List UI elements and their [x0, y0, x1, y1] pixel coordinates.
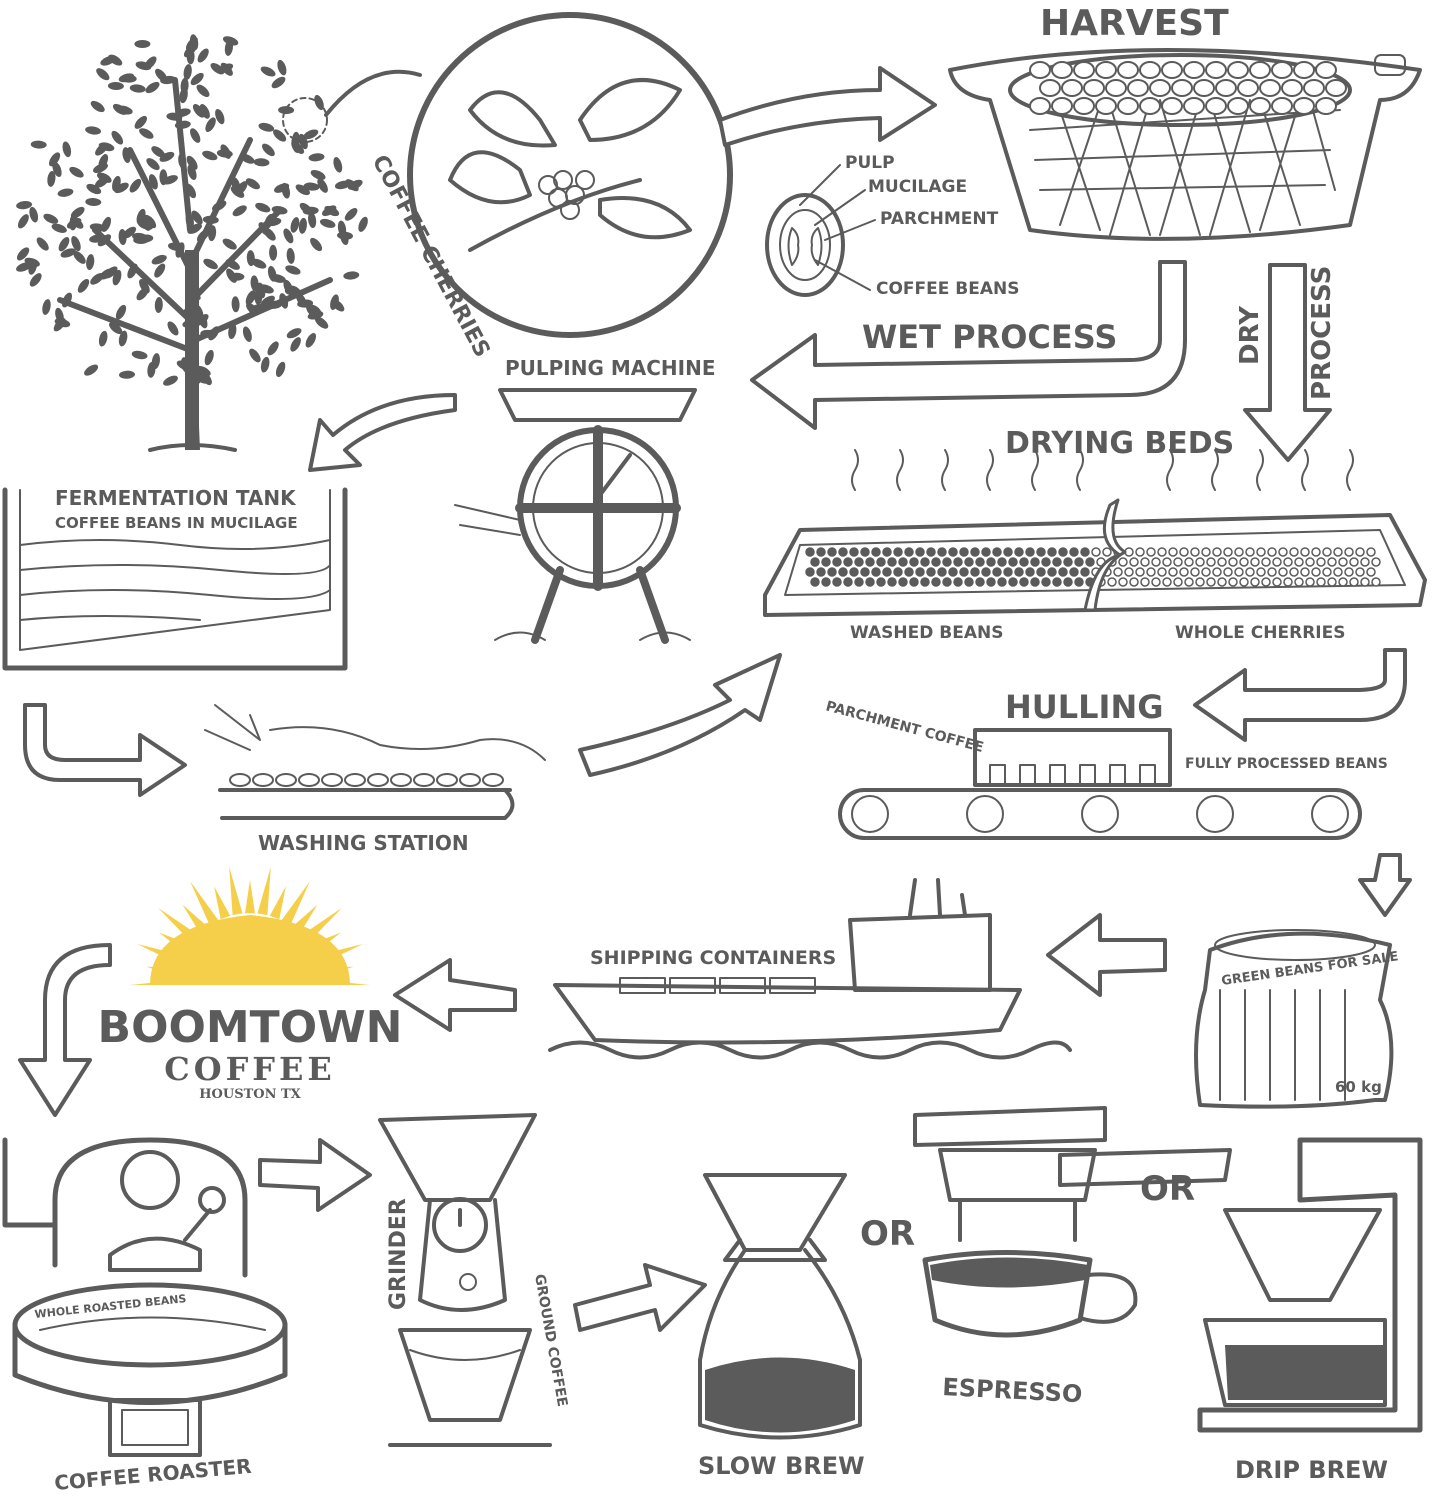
drying-beds-illustration — [765, 450, 1425, 615]
label-parchment: PARCHMENT — [880, 209, 999, 229]
label-bag-weight: 60 kg — [1335, 1078, 1382, 1096]
label-espresso: ESPRESSO — [942, 1373, 1083, 1408]
label-ground-coffee: GROUND COFFEE — [531, 1273, 570, 1408]
drip-brew-illustration — [1200, 1140, 1420, 1430]
arrow-to-hulling — [1195, 650, 1405, 740]
label-or-2: OR — [1140, 1169, 1195, 1209]
arrow-to-brew — [575, 1265, 705, 1330]
label-or-1: OR — [860, 1214, 915, 1254]
harvest-basket-illustration — [950, 50, 1420, 239]
label-mucilage: MUCILAGE — [868, 177, 967, 197]
logo-city: HOUSTON TX — [199, 1087, 301, 1102]
label-drip-brew: DRIP BREW — [1235, 1456, 1388, 1484]
arrow-to-roaster — [20, 945, 110, 1115]
label-process: PROCESS — [1307, 266, 1337, 400]
logo-brand-sub: COFFEE — [164, 1050, 336, 1088]
label-green-beans-for-sale: GREEN BEANS FOR SALE — [1220, 949, 1399, 989]
label-shipping-containers: SHIPPING CONTAINERS — [590, 947, 836, 969]
washing-station-illustration — [205, 705, 545, 818]
label-coffee-beans: COFFEE BEANS — [876, 279, 1020, 299]
label-whole-cherries: WHOLE CHERRIES — [1175, 623, 1345, 643]
label-washed-beans: WASHED BEANS — [850, 623, 1003, 643]
arrow-to-fermentation — [310, 395, 455, 470]
label-wet-process: WET PROCESS — [862, 318, 1117, 356]
espresso-illustration — [915, 1108, 1230, 1335]
arrow-to-grinder — [260, 1140, 370, 1210]
slow-brew-illustration — [700, 1175, 860, 1438]
arrow-to-harvest — [720, 68, 935, 145]
label-coffee-cherries: COFFEE CHERRIES — [367, 151, 495, 362]
hulling-machine-illustration — [840, 730, 1360, 838]
boomtown-logo — [130, 867, 370, 991]
label-drying-beds: DRYING BEDS — [1005, 426, 1234, 461]
coffee-tree-illustration — [15, 34, 420, 450]
arrow-to-drying-beds — [580, 655, 780, 775]
label-washing-station: WASHING STATION — [258, 831, 469, 855]
label-fully-processed-beans: FULLY PROCESSED BEANS — [1185, 756, 1388, 772]
label-grinder: GRINDER — [386, 1198, 411, 1310]
arrow-to-ship — [1048, 915, 1165, 995]
label-parchment-coffee: PARCHMENT COFFEE — [824, 698, 985, 756]
arrow-to-washing — [25, 705, 185, 795]
arrow-to-boomtown — [395, 960, 515, 1030]
label-pulping-machine: PULPING MACHINE — [505, 356, 716, 380]
label-pulp: PULP — [845, 153, 895, 173]
label-harvest: HARVEST — [1040, 3, 1229, 44]
label-dry: DRY — [1235, 305, 1265, 365]
logo-brand-name: BOOMTOWN — [98, 1002, 403, 1053]
label-hulling: HULLING — [1005, 688, 1164, 726]
label-coffee-roaster: COFFEE ROASTER — [53, 1454, 252, 1495]
cherry-cross-section — [767, 165, 875, 295]
label-coffee-beans-in-mucilage: COFFEE BEANS IN MUCILAGE — [55, 514, 298, 532]
pulping-machine-illustration — [455, 390, 695, 640]
arrow-to-bag — [1360, 855, 1410, 915]
label-slow-brew: SLOW BREW — [698, 1452, 865, 1480]
label-fermentation-tank: FERMENTATION TANK — [55, 486, 297, 510]
